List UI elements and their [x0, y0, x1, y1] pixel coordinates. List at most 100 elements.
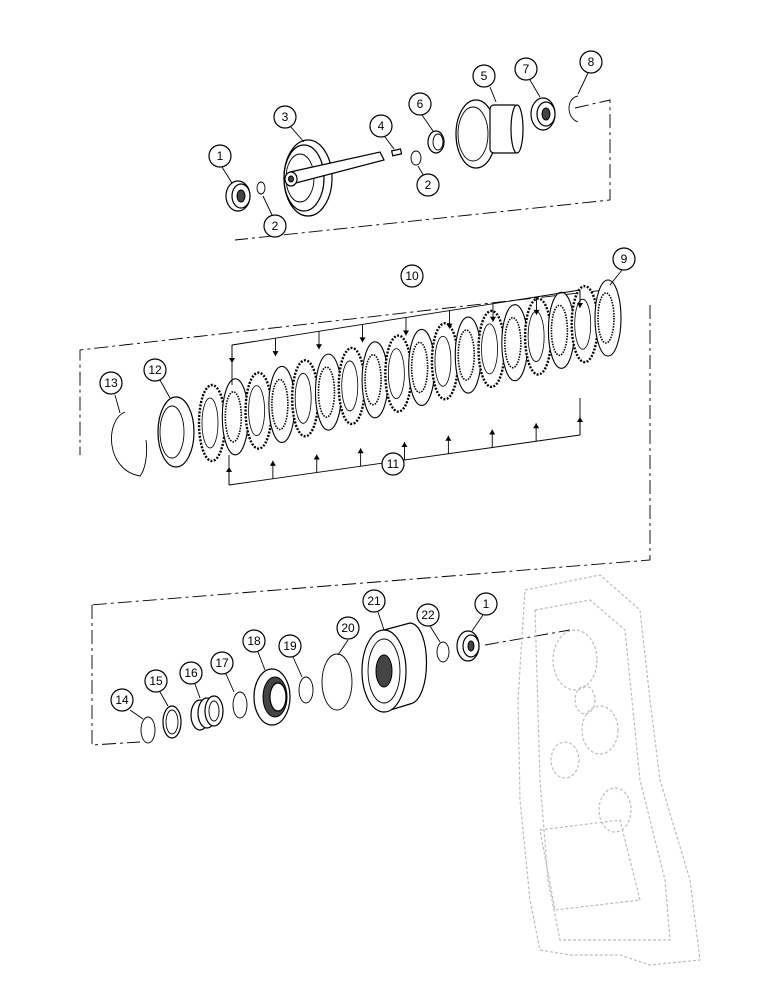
- callout-5: 5: [472, 64, 496, 88]
- callout-2-right: 2: [416, 173, 440, 197]
- assembly-axis-line: [484, 629, 571, 646]
- steel-plate: [501, 304, 529, 382]
- lower-piston-assembly: [91, 605, 571, 746]
- callout-12: 12: [143, 358, 167, 382]
- friction-disc: [384, 334, 413, 413]
- svg-text:1: 1: [217, 149, 224, 163]
- friction-disc: [430, 322, 460, 401]
- backing-plate-part-12: [157, 396, 195, 468]
- callout-16: 16: [179, 661, 203, 685]
- bracket-arrowhead: [269, 460, 276, 466]
- spring-part-16: [190, 695, 224, 731]
- callout-17: 17: [210, 651, 234, 675]
- bracket-arrowhead: [401, 442, 408, 447]
- snap-ring-part-13: [111, 411, 148, 477]
- steel-plate: [408, 328, 436, 406]
- svg-text:8: 8: [588, 55, 595, 69]
- assembly-outline-bottom: [91, 605, 141, 746]
- transmission-housing-outline: [517, 574, 701, 966]
- bracket-arrowhead: [357, 448, 364, 454]
- svg-text:17: 17: [215, 656, 229, 670]
- clutch-pack-assembly: [79, 279, 651, 606]
- callout-20: 20: [336, 616, 360, 640]
- snap-ring-part-8: [568, 95, 579, 123]
- callout-7: 7: [514, 57, 538, 81]
- snap-ring-part-2-right: [410, 150, 422, 166]
- svg-text:13: 13: [104, 376, 118, 390]
- pin-part-4: [390, 148, 403, 157]
- bracket-arrowhead: [313, 454, 320, 460]
- callout-3: 3: [273, 105, 297, 129]
- svg-text:16: 16: [184, 666, 198, 680]
- seal-part-19: [298, 676, 314, 704]
- callout-18: 18: [242, 629, 266, 653]
- svg-text:14: 14: [115, 693, 129, 707]
- callout-9: 9: [612, 247, 636, 271]
- clutch-disc-stack: [197, 279, 622, 485]
- bracket-arrowhead: [316, 344, 322, 350]
- svg-text:1: 1: [483, 597, 490, 611]
- steel-plate: [454, 316, 482, 394]
- steel-plate: [268, 365, 296, 444]
- steel-plate: [221, 378, 249, 456]
- bracket-arrowhead: [533, 423, 540, 429]
- seal-part-20: [321, 653, 353, 711]
- friction-disc: [477, 309, 506, 389]
- bracket-arrowhead: [533, 309, 540, 315]
- svg-text:6: 6: [417, 97, 424, 111]
- bracket-part-10: [231, 289, 581, 385]
- gear-shaft-part-3: [283, 139, 385, 217]
- svg-text:21: 21: [367, 594, 381, 608]
- svg-text:3: 3: [282, 110, 289, 124]
- callout-8: 8: [579, 50, 603, 74]
- svg-text:15: 15: [149, 674, 163, 688]
- svg-text:12: 12: [148, 363, 162, 377]
- svg-text:9: 9: [621, 252, 628, 266]
- gear-part-5: [455, 99, 524, 169]
- assembly-outline-top: [234, 99, 611, 241]
- svg-text:4: 4: [378, 119, 385, 133]
- steel-plate: [594, 279, 622, 357]
- assembly-outline-right: [89, 305, 651, 606]
- steel-plate: [361, 341, 389, 419]
- bracket-arrowhead: [489, 429, 496, 435]
- ring-part-22: [436, 641, 450, 663]
- friction-disc: [244, 371, 273, 450]
- callout-15: 15: [144, 669, 168, 693]
- bracket-arrowhead: [490, 316, 496, 322]
- callout-21: 21: [362, 589, 386, 613]
- svg-text:2: 2: [425, 178, 432, 192]
- svg-text:7: 7: [523, 62, 530, 76]
- svg-text:11: 11: [387, 457, 400, 471]
- svg-text:2: 2: [272, 219, 279, 233]
- snap-ring-part-2-left: [256, 181, 266, 195]
- bracket-arrowhead: [446, 323, 453, 329]
- steel-plate: [314, 353, 343, 431]
- svg-text:20: 20: [341, 621, 355, 635]
- leader-lines: [114, 72, 623, 720]
- piston-part-18: [253, 668, 291, 726]
- friction-disc: [197, 383, 227, 463]
- callout-10: 10: [400, 264, 424, 288]
- bracket-arrowhead: [403, 330, 409, 336]
- svg-text:19: 19: [283, 639, 297, 653]
- callout-4: 4: [369, 114, 393, 138]
- callout-1-bottom: 1: [474, 592, 498, 616]
- clutch-drum-part-21: [361, 622, 427, 713]
- bracket-arrowhead: [445, 435, 452, 441]
- callout-14: 14: [110, 688, 134, 712]
- callout-22: 22: [416, 603, 440, 627]
- bracket-part-11: [228, 398, 581, 486]
- svg-text:5: 5: [481, 69, 488, 83]
- assembly-outline-left: [79, 289, 606, 455]
- bracket-arrowhead: [272, 351, 279, 357]
- bearing-part-7: [530, 97, 556, 131]
- friction-disc: [337, 346, 366, 426]
- svg-text:10: 10: [405, 269, 419, 283]
- ring-part-14: [140, 716, 156, 744]
- callout-1-top: 1: [208, 144, 232, 168]
- bearing-part-1-bottom: [456, 630, 480, 662]
- bearing-part-1-top: [225, 180, 251, 212]
